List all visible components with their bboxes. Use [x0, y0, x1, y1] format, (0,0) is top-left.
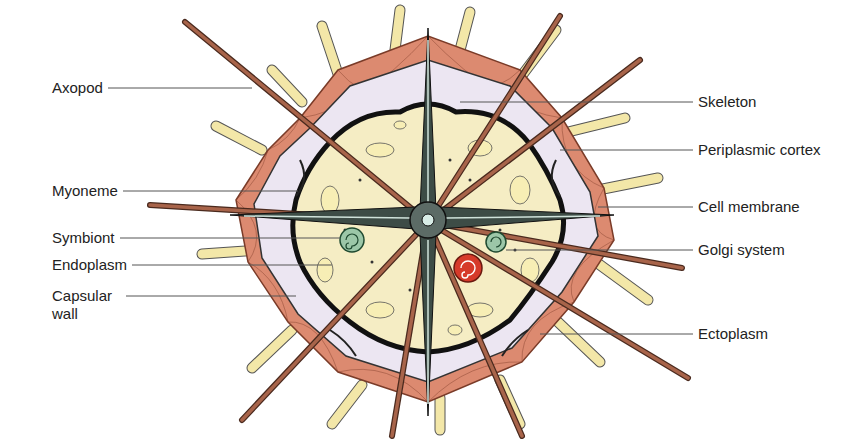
skeleton [230, 28, 614, 416]
cell-membrane-label: Cell membrane [698, 198, 800, 216]
skeleton-label: Skeleton [698, 93, 756, 111]
ectoplasm-label: Ectoplasm [698, 325, 768, 343]
skeleton-center-core [422, 214, 434, 226]
symbiont [340, 228, 506, 252]
axopod-label: Axopod [52, 79, 103, 97]
endoplasm-label: Endoplasm [52, 256, 127, 274]
golgi-system-label: Golgi system [698, 241, 785, 259]
periplasmic-cortex-label: Periplasmic cortex [698, 141, 821, 159]
axopods [150, 16, 688, 436]
myoneme-label: Myoneme [52, 182, 118, 200]
golgi-system [454, 254, 482, 282]
capsular-wall-label: Capsular wall [52, 287, 122, 323]
symbiont-label: Symbiont [52, 229, 115, 247]
leader-lines [108, 88, 693, 334]
skeleton-center [410, 202, 446, 238]
ectoplasm-fingers [202, 10, 658, 430]
myonemes [296, 160, 560, 356]
